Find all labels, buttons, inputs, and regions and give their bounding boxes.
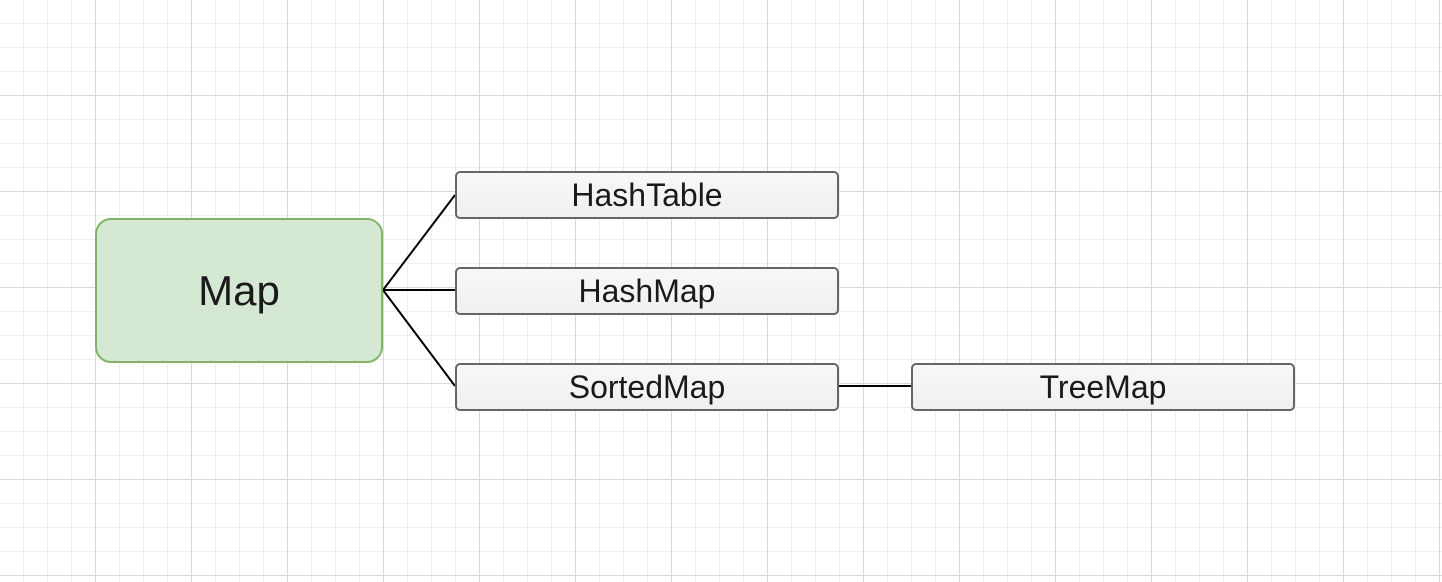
node-hashmap[interactable]: HashMap xyxy=(455,267,839,315)
node-map[interactable]: Map xyxy=(95,218,383,363)
node-hashtable[interactable]: HashTable xyxy=(455,171,839,219)
edge-map-hashtable[interactable] xyxy=(382,194,456,291)
edge-map-sortedmap[interactable] xyxy=(382,289,456,387)
node-treemap[interactable]: TreeMap xyxy=(911,363,1295,411)
node-sortedmap[interactable]: SortedMap xyxy=(455,363,839,411)
